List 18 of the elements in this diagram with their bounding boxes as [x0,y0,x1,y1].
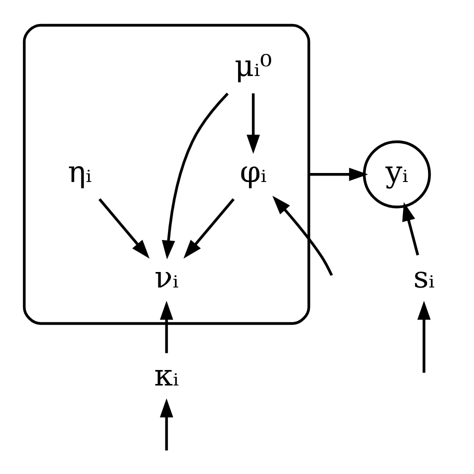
node-text: ηᵢ [68,154,92,190]
cluster [22,23,310,324]
arrow [417,300,431,372]
arrow [98,198,150,258]
arrow [160,398,174,450]
arrow [246,92,260,154]
node-text: φᵢ [240,154,267,190]
node-text: κᵢ [154,358,179,393]
arrow [402,202,420,255]
arrow [272,195,333,276]
node-text: νᵢ [154,260,179,296]
node-text: sᵢ [413,260,435,296]
node-circle: yᵢ [362,140,431,208]
arrow [160,300,174,353]
node-text: μᵢ⁰ [234,48,272,84]
arrow [308,167,368,180]
arrow [162,92,229,259]
arrow [184,198,235,258]
